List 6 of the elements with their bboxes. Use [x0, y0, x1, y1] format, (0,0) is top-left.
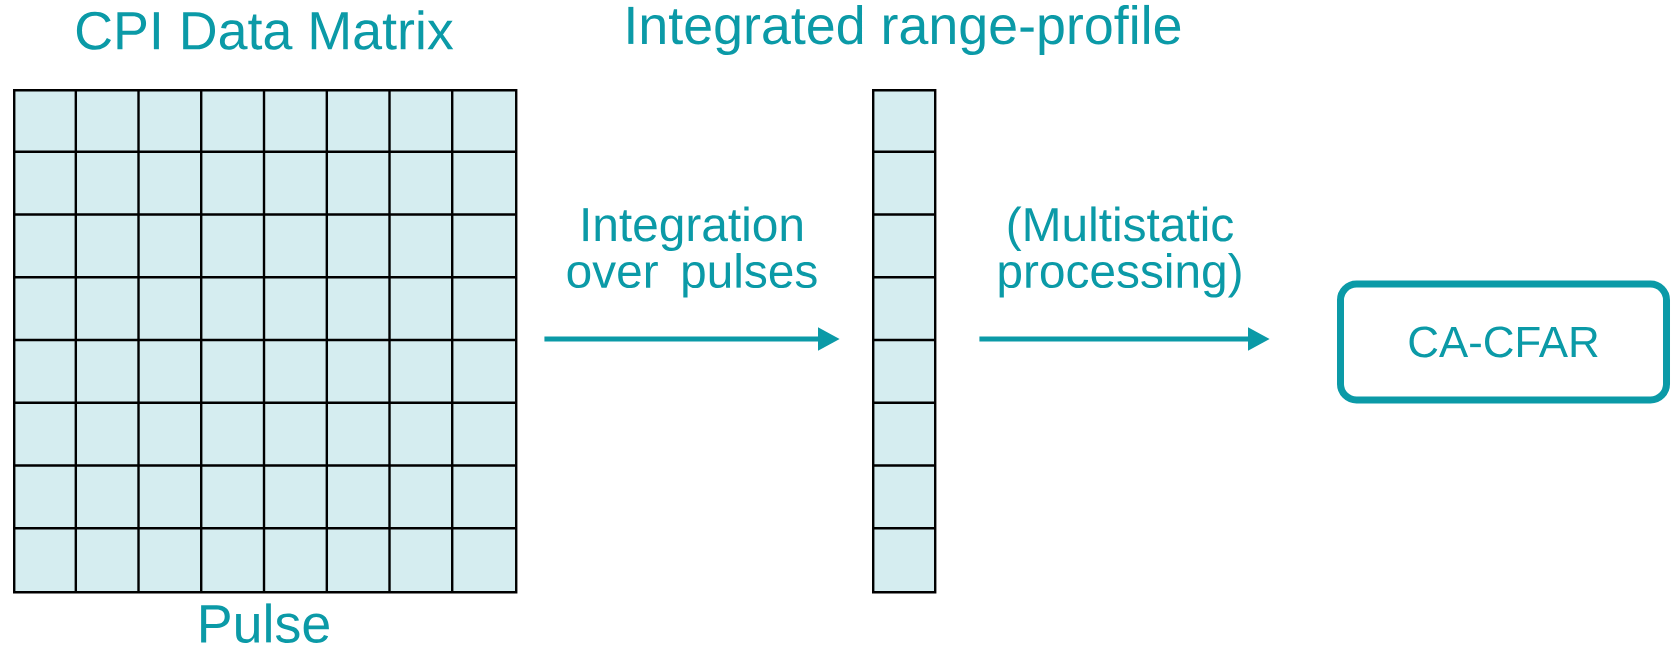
axis-label: Pulse [201, 603, 329, 643]
edge-label: Integration over pulses [567, 206, 817, 298]
heading: Integrated range-profile [628, 4, 1181, 56]
heading: CPI Data Matrix [76, 10, 454, 50]
edge-label: (Multistatic processing) [999, 206, 1241, 298]
process-box: CA-CFAR [1337, 280, 1670, 404]
